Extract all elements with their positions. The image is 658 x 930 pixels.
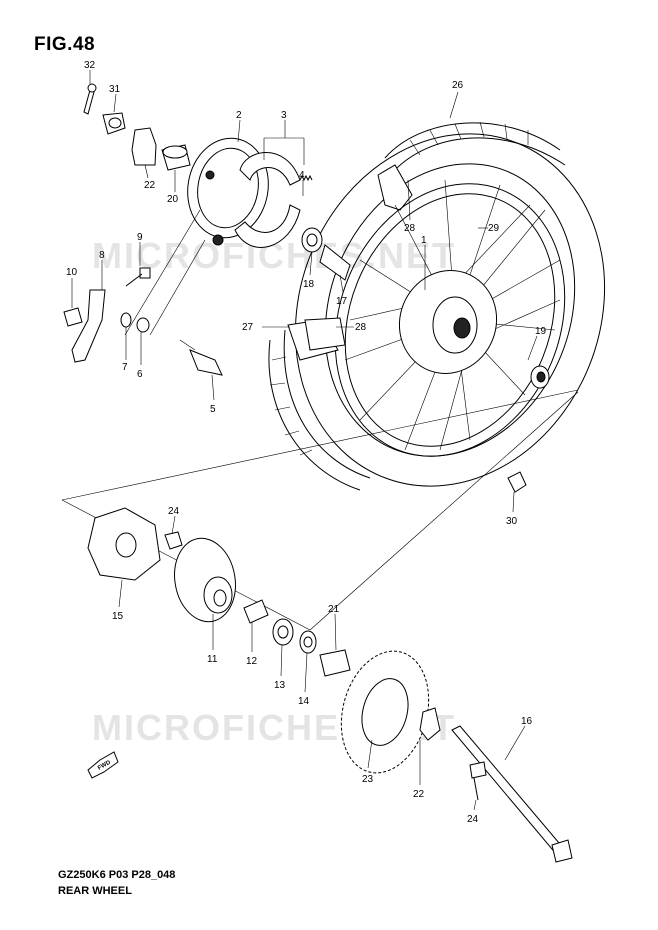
callout-8: 8 xyxy=(99,250,105,261)
callout-15: 15 xyxy=(112,611,124,622)
callout-5: 5 xyxy=(210,404,216,415)
callout-16: 16 xyxy=(521,716,533,727)
callout-24: 24 xyxy=(467,814,479,825)
callout-13: 13 xyxy=(274,680,286,691)
callout-21: 21 xyxy=(328,604,340,615)
callout-14: 14 xyxy=(298,696,310,707)
leader-lines xyxy=(71,70,538,811)
sprocket-bolt xyxy=(469,761,487,801)
callout-25: 24 xyxy=(168,506,180,517)
callout-11: 11 xyxy=(207,654,218,665)
brake-wear-indicator xyxy=(179,339,223,376)
callout-32: 31 xyxy=(109,84,121,95)
brake-cam-shaft xyxy=(161,144,191,171)
callout-9: 9 xyxy=(137,232,143,243)
fwd-arrow: FWD xyxy=(87,751,119,779)
callout-3: 3 xyxy=(281,110,287,121)
callout-19: 19 xyxy=(535,326,547,337)
castle-nut xyxy=(102,112,126,135)
bearing-left xyxy=(301,227,323,253)
rear-axle xyxy=(451,725,566,856)
callout-28: 28 xyxy=(355,322,367,333)
sprocket-stopper-plate xyxy=(419,707,441,741)
wheel-damper xyxy=(87,507,161,581)
callout-2: 2 xyxy=(236,110,242,121)
damper-nut xyxy=(164,531,183,550)
callout-6: 6 xyxy=(137,369,143,380)
oil-seal-14 xyxy=(299,630,317,654)
callout-22-upper: 22 xyxy=(144,180,156,191)
callout-29: 28 xyxy=(404,223,416,234)
brake-panel xyxy=(187,137,269,246)
spacer-12 xyxy=(243,599,269,624)
callout-10: 10 xyxy=(66,267,78,278)
callout-27: 27 xyxy=(242,322,254,333)
callout-7: 7 xyxy=(122,362,128,373)
washer xyxy=(120,312,132,328)
callout-12: 12 xyxy=(246,656,258,667)
brake-cam-lever xyxy=(71,289,106,363)
bearing-13 xyxy=(272,618,294,646)
spacer-21 xyxy=(319,649,351,677)
lever-bolt xyxy=(125,267,151,287)
callout-4: 4 xyxy=(299,170,305,181)
valve-cap xyxy=(507,471,527,493)
spacer xyxy=(319,244,351,281)
diagram-name: REAR WHEEL xyxy=(58,885,132,897)
callout-30: 29 xyxy=(488,223,500,234)
callout-20: 20 xyxy=(167,194,179,205)
callouts: 32 31 22 20 2 3 4 9 8 10 7 6 5 18 17 26 … xyxy=(66,60,547,825)
rear-tire xyxy=(268,121,606,491)
o-ring xyxy=(136,317,150,333)
brake-stopper-plate xyxy=(131,127,157,166)
callout-18: 18 xyxy=(303,279,315,290)
callout-22-lower: 22 xyxy=(413,789,425,800)
callout-1: 1 xyxy=(421,235,427,246)
callout-33: 32 xyxy=(84,60,96,71)
brake-shoe-spring xyxy=(299,174,313,182)
sprocket-mounting-drum xyxy=(174,537,236,623)
diagram-code: GZ250K6 P03 P28_048 xyxy=(58,869,176,881)
callout-23: 23 xyxy=(362,774,374,785)
cotter-pin xyxy=(83,83,97,115)
assembly-outline xyxy=(61,389,579,631)
callout-31: 30 xyxy=(506,516,518,527)
figure-title: FIG.48 xyxy=(34,34,96,55)
callout-26: 26 xyxy=(452,80,464,91)
tube xyxy=(304,317,346,351)
lever-nut xyxy=(63,307,83,327)
callout-17: 17 xyxy=(336,296,348,307)
axle-head xyxy=(551,839,573,863)
rear-wheel-rim-spokes xyxy=(334,179,566,457)
